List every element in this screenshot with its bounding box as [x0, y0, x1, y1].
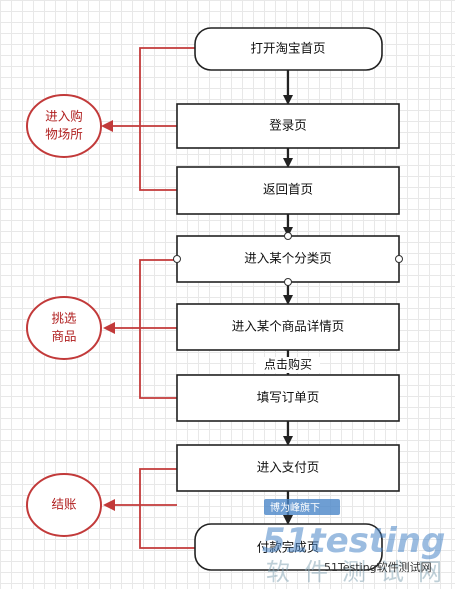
watermark: 博为峰旗下 51testing 软件测试网 51Testing软件测试网	[262, 499, 455, 586]
handle-left[interactable]	[173, 255, 181, 263]
edge-label-click-buy: 点击购买	[264, 357, 312, 372]
group-checkout-label: 结账	[51, 497, 77, 512]
handle-right[interactable]	[395, 255, 403, 263]
bracket-checkout	[139, 468, 195, 549]
node-pay-label: 进入支付页	[257, 460, 320, 475]
group-pick-goods-line2: 商品	[51, 329, 76, 344]
node-back-home: 返回首页	[176, 166, 400, 215]
node-login: 登录页	[176, 103, 400, 149]
group-enter-mall-line2: 物场所	[45, 127, 83, 142]
node-pay: 进入支付页	[176, 444, 400, 492]
watermark-tag-bg	[264, 499, 340, 515]
group-enter-mall-line1: 进入购	[45, 109, 83, 124]
node-fill-order-label: 填写订单页	[257, 390, 320, 405]
node-open-home-label: 打开淘宝首页	[250, 41, 325, 56]
edge-label-bg	[256, 357, 320, 373]
node-category: 进入某个分类页	[176, 235, 400, 283]
watermark-chinese: 软件测试网	[266, 558, 455, 586]
bracket-enter-mall	[139, 47, 195, 191]
handle-top[interactable]	[284, 232, 292, 240]
watermark-logo: 51testing	[262, 521, 445, 561]
group-pick-goods: 挑选 商品	[26, 296, 102, 360]
watermark-tag: 博为峰旗下	[270, 501, 320, 514]
group-checkout: 结账	[26, 473, 102, 537]
handle-bottom[interactable]	[284, 278, 292, 286]
node-fill-order: 填写订单页	[176, 374, 400, 422]
node-payment-done-label: 付款完成页	[257, 540, 320, 555]
node-product-detail-label: 进入某个商品详情页	[232, 319, 345, 334]
node-open-home: 打开淘宝首页	[194, 27, 383, 71]
node-category-label: 进入某个分类页	[244, 251, 332, 266]
group-pick-goods-line1: 挑选	[51, 311, 77, 326]
bracket-pick-goods	[139, 259, 177, 399]
node-product-detail: 进入某个商品详情页	[176, 303, 400, 351]
watermark-footer: 51Testing软件测试网	[324, 560, 432, 574]
group-enter-mall: 进入购 物场所	[26, 94, 102, 158]
node-login-label: 登录页	[269, 118, 307, 133]
node-payment-done: 付款完成页	[194, 523, 383, 571]
node-back-home-label: 返回首页	[263, 182, 313, 197]
